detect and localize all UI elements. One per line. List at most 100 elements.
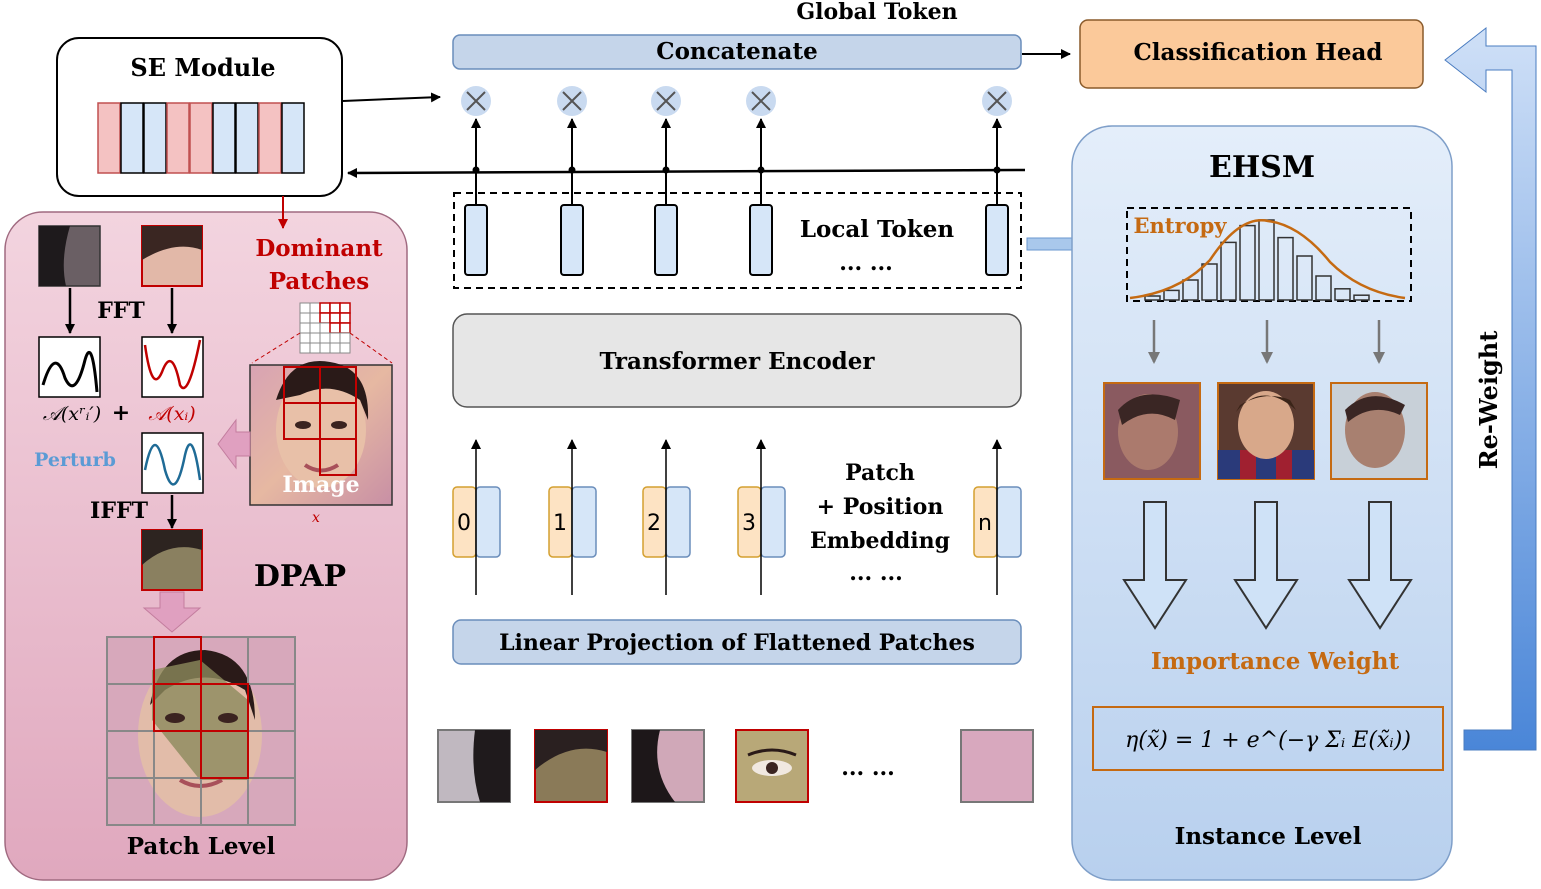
amplitude-plot-perturbed bbox=[141, 432, 204, 494]
local-token bbox=[464, 204, 488, 276]
mini-grid-cell bbox=[309, 312, 321, 324]
embedding-ellipsis: ... ... bbox=[849, 560, 903, 586]
histogram-bar bbox=[1277, 236, 1294, 301]
patch-embedding-label-1: Patch bbox=[845, 460, 915, 486]
amplitude-plot-reference bbox=[38, 336, 101, 398]
se-channel-bar bbox=[235, 102, 259, 174]
se-channel-bar bbox=[166, 102, 190, 174]
se-module-label: SE Module bbox=[130, 53, 275, 82]
image-to-perturb-arrow bbox=[217, 418, 251, 470]
local-token bbox=[654, 204, 678, 276]
mini-grid-cell bbox=[309, 302, 321, 314]
local-token-label: Local Token bbox=[800, 216, 955, 243]
local-token bbox=[749, 204, 773, 276]
token-index: 1 bbox=[553, 511, 567, 536]
mini-grid-cell bbox=[299, 302, 311, 314]
multiply-symbol bbox=[562, 91, 582, 111]
se-channel-bar bbox=[281, 102, 305, 174]
token-index: 3 bbox=[742, 511, 756, 536]
ifft-label: IFFT bbox=[90, 498, 149, 524]
patches-ellipsis: ... ... bbox=[841, 755, 895, 781]
image-label: Image bbox=[282, 472, 359, 498]
se-to-mult-arrow bbox=[342, 92, 441, 103]
classification-head-label: Classification Head bbox=[1134, 39, 1383, 66]
importance-weight-label: Importance Weight bbox=[1151, 648, 1400, 675]
formula-box bbox=[1092, 706, 1444, 771]
junction-dot bbox=[993, 166, 1001, 174]
ehsm-title: EHSM bbox=[1209, 150, 1315, 185]
patch-embedding bbox=[996, 486, 1022, 558]
patch-embedding bbox=[571, 486, 597, 558]
junction-dot bbox=[472, 166, 480, 174]
token-index: 0 bbox=[457, 511, 471, 536]
weight-arrow-2 bbox=[1233, 501, 1299, 630]
mini-grid-cell bbox=[309, 332, 321, 344]
mini-grid-cell bbox=[329, 312, 341, 324]
instance-image-2 bbox=[1217, 382, 1315, 480]
re-weight-label: Re-Weight bbox=[1474, 331, 1503, 470]
mini-grid-cell bbox=[329, 342, 341, 354]
mini-grid-cell bbox=[339, 322, 351, 334]
entropy-curve bbox=[1129, 219, 1406, 300]
image-dominant-grid bbox=[283, 366, 357, 476]
perturb-label: Perturb bbox=[34, 449, 116, 471]
mini-grid-cell bbox=[329, 332, 341, 344]
junction-dot bbox=[757, 166, 765, 174]
mini-grid-cell bbox=[309, 342, 321, 354]
image-var-label: x bbox=[312, 510, 320, 526]
local-token bbox=[985, 204, 1009, 276]
fft-label: FFT bbox=[97, 298, 145, 324]
dominant-grid-icon bbox=[299, 302, 351, 354]
mini-grid-cell bbox=[329, 322, 341, 334]
se-channel-bar bbox=[189, 102, 213, 174]
dominant-patches-label-2: Patches bbox=[269, 268, 370, 295]
histogram-bar bbox=[1353, 294, 1370, 301]
weight-arrow-1 bbox=[1122, 501, 1188, 630]
zoom-line-right bbox=[349, 332, 393, 364]
mini-grid-cell bbox=[339, 332, 351, 344]
mini-grid-cell bbox=[329, 302, 341, 314]
entropy-histogram bbox=[1144, 219, 1370, 301]
formula: η(x̃) = 1 + e^(−γ Σᵢ E(x̃ᵢ)) bbox=[1125, 728, 1411, 753]
mini-grid-cell bbox=[339, 342, 351, 354]
weight-arrow-3 bbox=[1347, 501, 1413, 630]
se-channel-bar bbox=[212, 102, 236, 174]
patch-embedding bbox=[760, 486, 786, 558]
histogram-bar bbox=[1201, 263, 1218, 301]
classification-head-box bbox=[1079, 19, 1424, 89]
se-channel-bar bbox=[143, 102, 167, 174]
multiply-symbol bbox=[466, 91, 486, 111]
histogram-bar bbox=[1163, 289, 1180, 301]
instance-level-label: Instance Level bbox=[1175, 823, 1362, 850]
mini-grid-cell bbox=[339, 312, 351, 324]
histogram-bar bbox=[1239, 224, 1256, 301]
token-to-se-arrow bbox=[347, 167, 1026, 178]
linear-projection-bar bbox=[452, 619, 1022, 665]
entropy-dashed-box bbox=[1126, 207, 1412, 302]
histogram-bar bbox=[1315, 275, 1332, 301]
linear-projection-label: Linear Projection of Flattened Patches bbox=[499, 630, 975, 656]
input-patches bbox=[437, 729, 1034, 803]
histogram-bar bbox=[1334, 288, 1351, 301]
dpap-down-arrow bbox=[142, 591, 202, 633]
transformer-encoder-box bbox=[452, 313, 1022, 408]
dominant-patch-cell bbox=[200, 730, 249, 779]
patch-embedding-label-2: + Position bbox=[817, 494, 944, 520]
mini-grid-cell bbox=[339, 302, 351, 314]
junction-dot bbox=[662, 166, 670, 174]
token-index: 2 bbox=[647, 511, 661, 536]
amplitude-plot-target bbox=[141, 336, 204, 398]
multiplier-nodes bbox=[461, 86, 1012, 205]
histogram-bar bbox=[1220, 241, 1237, 301]
zoom-line-left bbox=[251, 332, 301, 364]
patch-embedding-label-3: Embedding bbox=[810, 528, 950, 554]
patch-grid-cell bbox=[247, 777, 296, 826]
concatenate-label: Concatenate bbox=[656, 38, 817, 65]
mini-grid-cell bbox=[309, 322, 321, 334]
local-token-ellipsis: ... ... bbox=[839, 250, 893, 276]
mini-grid-cell bbox=[299, 312, 311, 324]
dpap-title: DPAP bbox=[254, 559, 346, 594]
local-token-dashed-box bbox=[453, 192, 1022, 289]
local-token bbox=[560, 204, 584, 276]
